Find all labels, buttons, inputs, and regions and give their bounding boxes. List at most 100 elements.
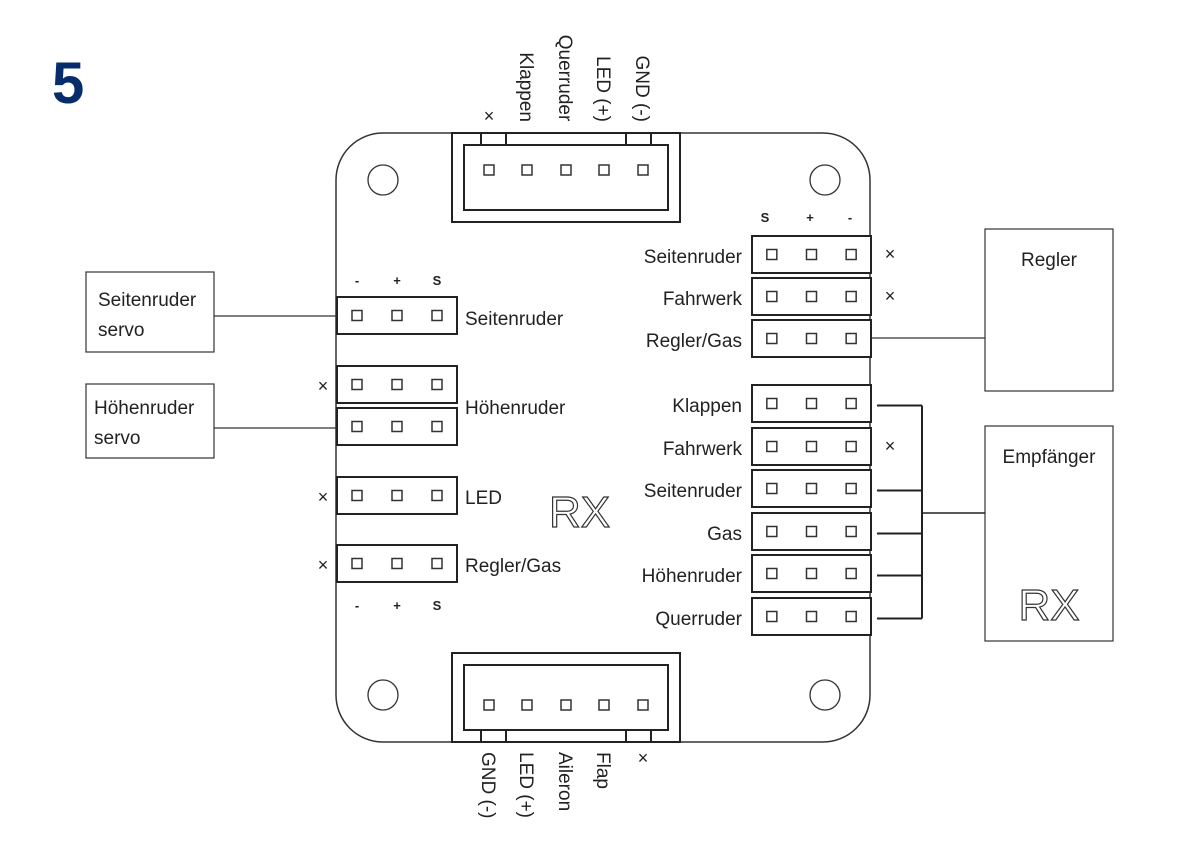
hoehenruder-servo-line2: servo — [94, 428, 140, 449]
right-header — [751, 554, 872, 593]
right-header — [751, 427, 872, 466]
top-connector-pin — [521, 164, 533, 176]
top-connector-pin — [483, 164, 495, 176]
right-header-label: Klappen — [672, 396, 742, 417]
empfaenger-title: Empfänger — [1003, 447, 1097, 468]
header-pin — [845, 332, 857, 345]
header-pin — [766, 567, 778, 580]
header-pin — [805, 525, 818, 538]
header-pin — [845, 440, 857, 453]
left-header-label: Regler/Gas — [465, 556, 561, 577]
left-header-label: Seitenruder — [465, 309, 564, 330]
header-pin — [766, 482, 778, 495]
pin-polarity-label: S — [761, 210, 770, 225]
bottom-connector-label: GND (-) — [477, 752, 498, 818]
header-pin — [805, 248, 818, 261]
top-connector-pin — [637, 164, 649, 176]
header-pin — [351, 557, 363, 570]
header-pin — [391, 489, 403, 502]
right-header-label: Fahrwerk — [663, 289, 743, 310]
header-pin — [431, 557, 443, 570]
mounting-hole-bottom-right — [809, 679, 841, 711]
right-header-label: Fahrwerk — [663, 439, 743, 460]
right-header-label: Querruder — [655, 609, 742, 630]
left-header — [336, 296, 458, 335]
bottom-connector-label: Flap — [592, 752, 613, 789]
right-header-unused-mark: × — [885, 286, 896, 306]
regler-title: Regler — [1021, 250, 1078, 271]
top-connector-label: Klappen — [515, 52, 536, 122]
left-header-unused-mark: × — [318, 555, 329, 575]
left-header — [336, 365, 458, 404]
top-connector-label: Querruder — [554, 35, 575, 122]
top-connector-unused-mark: × — [484, 106, 495, 126]
top-connector-label: GND (-) — [631, 56, 652, 122]
right-header-label: Gas — [707, 524, 742, 545]
left-header-label: LED — [465, 488, 502, 509]
receiver-bus — [877, 404, 985, 620]
pin-labels: -+S-+SS+- — [355, 210, 852, 613]
header-pin — [351, 309, 363, 322]
bottom-connector-label: LED (+) — [515, 752, 536, 818]
bottom-connector-latch-left — [480, 729, 507, 742]
header-pin — [805, 332, 818, 345]
right-header-unused-mark: × — [885, 436, 896, 456]
header-pin — [805, 440, 818, 453]
mounting-hole-bottom-left — [367, 679, 399, 711]
pin-polarity-label: S — [433, 598, 442, 613]
header-pin — [845, 248, 857, 261]
step-number: 5 — [52, 51, 84, 116]
pin-polarity-label: - — [848, 210, 852, 225]
pin-polarity-label: + — [393, 273, 401, 288]
top-connector-inner — [463, 144, 669, 211]
right-header — [751, 277, 872, 316]
hoehenruder-servo-line1: Höhenruder — [94, 398, 195, 419]
header-pin — [805, 567, 818, 580]
right-header — [751, 235, 872, 274]
board-rx-logo: RX — [549, 488, 610, 537]
mounting-hole-top-right — [809, 164, 841, 196]
header-pin — [766, 332, 778, 345]
left-header — [336, 544, 458, 583]
top-connector-label: LED (+) — [592, 56, 613, 122]
header-pin — [766, 290, 778, 303]
header-pin — [391, 378, 403, 391]
header-pin — [431, 378, 443, 391]
header-pin — [391, 557, 403, 570]
right-header — [751, 319, 872, 358]
header-pin — [845, 482, 857, 495]
header-pin — [391, 309, 403, 322]
header-pin — [805, 397, 818, 410]
header-pin — [845, 567, 857, 580]
header-pin — [845, 290, 857, 303]
right-header — [751, 512, 872, 551]
empfaenger-box: Empfänger RX — [984, 425, 1114, 642]
right-header-label: Höhenruder — [642, 566, 743, 587]
pin-polarity-label: S — [433, 273, 442, 288]
top-connector-latch-right — [625, 133, 652, 146]
right-header-unused-mark: × — [885, 244, 896, 264]
header-pin — [805, 610, 818, 623]
header-pin — [431, 420, 443, 433]
header-pin — [351, 378, 363, 391]
header-pin — [766, 440, 778, 453]
right-header — [751, 469, 872, 508]
header-pin — [351, 489, 363, 502]
header-pin — [431, 309, 443, 322]
pin-polarity-label: - — [355, 273, 359, 288]
right-header — [751, 384, 872, 423]
top-connector-pin — [598, 164, 610, 176]
pin-polarity-label: + — [806, 210, 814, 225]
seitenruder-servo-line1: Seitenruder — [98, 290, 197, 311]
top-connector: × Klappen Querruder LED (+) GND (-) — [451, 35, 681, 223]
header-pin — [766, 610, 778, 623]
header-pin — [766, 397, 778, 410]
header-pin — [805, 482, 818, 495]
header-pin — [845, 525, 857, 538]
bottom-connector-inner — [463, 664, 669, 731]
seitenruder-servo-box: Seitenruder servo — [85, 271, 337, 353]
bottom-connector-latch-right — [625, 729, 652, 742]
header-pin — [845, 610, 857, 623]
